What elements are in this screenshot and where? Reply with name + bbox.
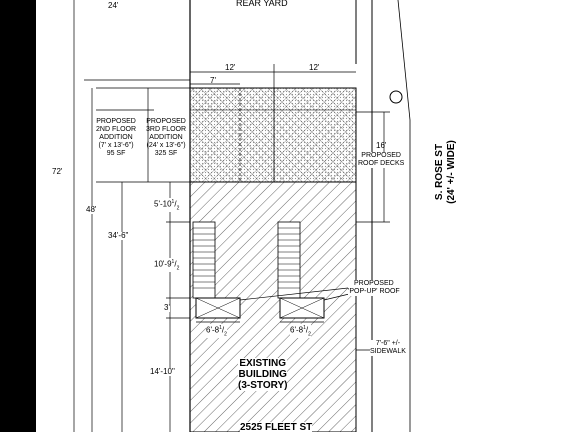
dim-popup-w1: 6'-81/2 (206, 324, 227, 339)
dim-popup-w2: 6'-81/2 (290, 324, 311, 339)
utility-pole-icon (389, 90, 403, 104)
dim-7: 7' (210, 76, 216, 85)
label-popup-roof: PROPOSED'POP-UP' ROOF (348, 280, 400, 296)
dim-right-12: 12' (309, 63, 320, 72)
dim-5-10: 5'-101/2 (154, 198, 180, 213)
dim-depth-48: 48' (86, 205, 97, 214)
dim-14-10: 14'-10" (150, 367, 175, 376)
drawing-sheet: 24' REAR YARD 72' 48' 34'-6" 12' 12' 7' … (36, 0, 576, 432)
dim-10-9: 10'-91/2 (154, 258, 180, 273)
label-address: 2525 FLEET ST (240, 422, 313, 432)
roof-deck-dots (190, 88, 356, 182)
label-rear-yard: REAR YARD (236, 0, 288, 8)
site-plan-drawing (73, 0, 411, 432)
dim-overall-72: 72' (52, 167, 63, 176)
dim-left-12: 12' (225, 63, 236, 72)
label-street: S. ROSE ST(24' +/- WIDE) (433, 140, 457, 204)
stair-right (277, 221, 301, 299)
dim-3: 3' (164, 303, 170, 312)
stair-left (192, 221, 216, 299)
dim-34-6: 34'-6" (108, 231, 129, 240)
dim-top-24: 24' (108, 1, 119, 10)
dim-deck-16: 16' (376, 141, 387, 150)
label-sidewalk: 7'-6" +/-SIDEWALK (370, 340, 406, 356)
